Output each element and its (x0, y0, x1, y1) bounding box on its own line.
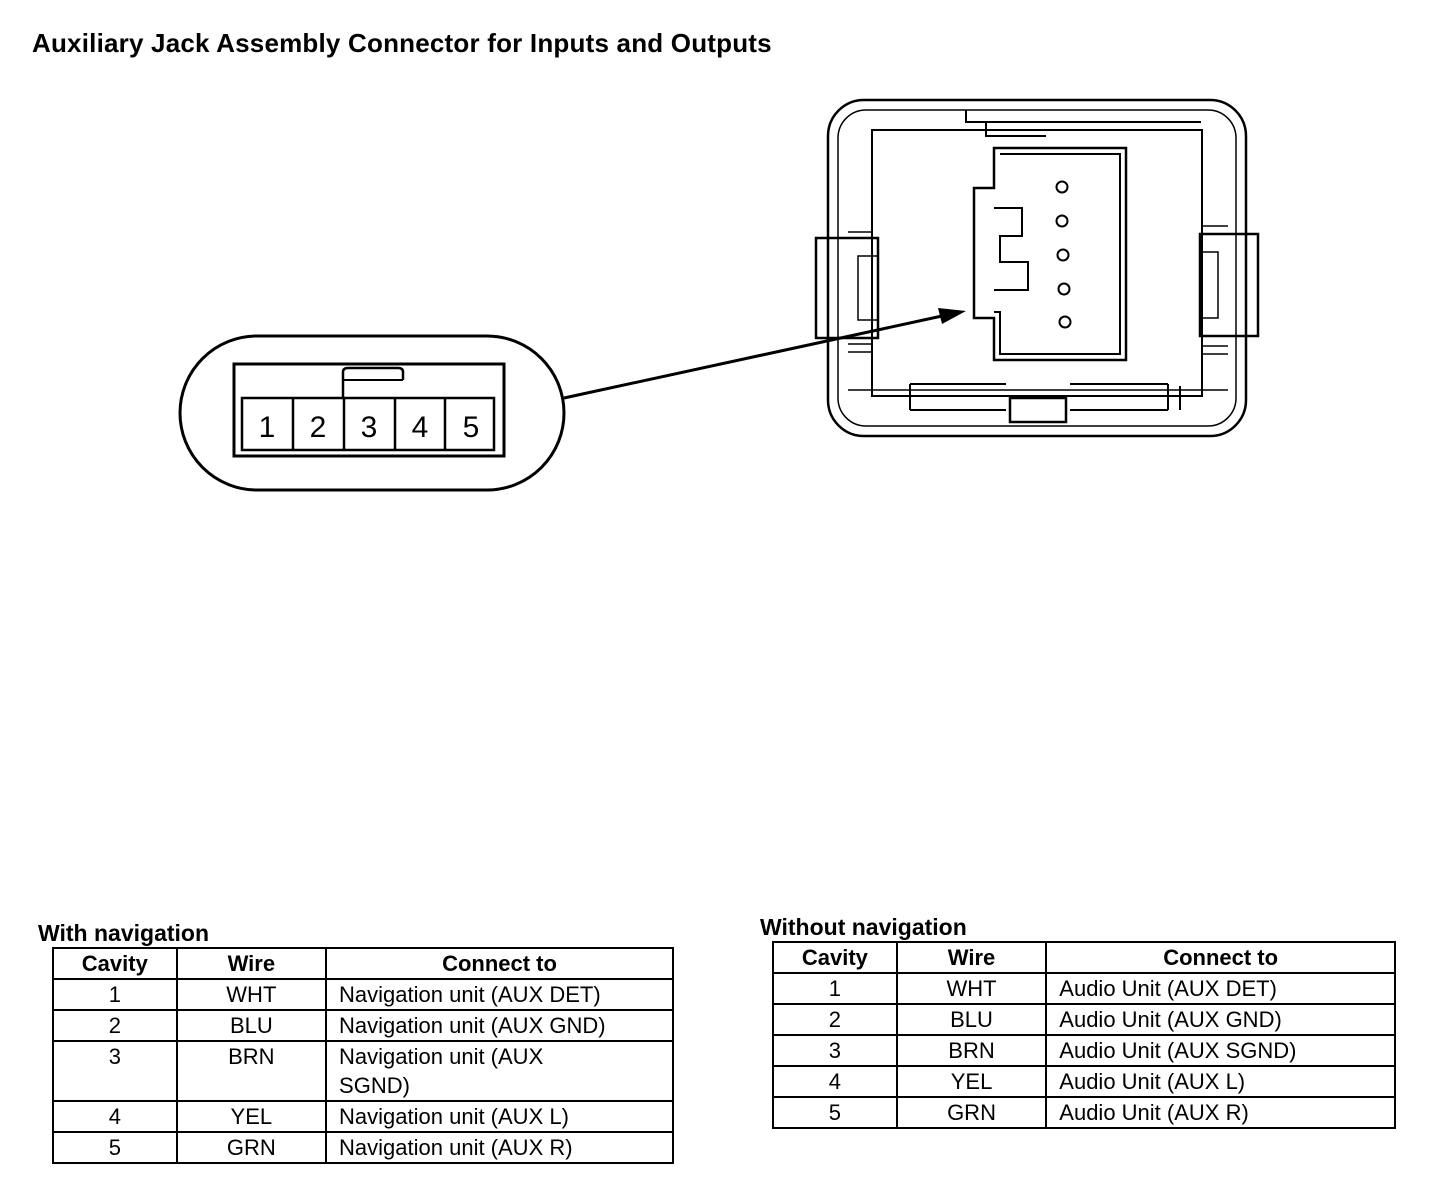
with-navigation-table-block: With navigation Cavity Wire Connect to 1… (38, 920, 674, 1164)
cavity-cell: 3 (52, 1040, 178, 1102)
column-header-cavity: Cavity (772, 941, 898, 974)
cavity-cell: 1 (772, 972, 898, 1005)
table-row: 2 BLU Navigation unit (AUX GND) (52, 1009, 674, 1042)
table-header-row: Cavity Wire Connect to (52, 947, 674, 980)
terminal-labels: 1 2 3 4 5 (259, 411, 480, 444)
terminal-face-view (178, 334, 566, 492)
table-row: 1 WHT Navigation unit (AUX DET) (52, 978, 674, 1011)
connect-to-cell: Navigation unit (AUX DET) (325, 978, 674, 1011)
column-header-cavity: Cavity (52, 947, 178, 980)
leader-arrow (563, 308, 966, 400)
wire-cell: BRN (895, 1034, 1048, 1067)
cavity-cell: 1 (52, 978, 178, 1011)
table-row: 2 BLU Audio Unit (AUX GND) (772, 1003, 1396, 1036)
connector-diagram: 1 2 3 4 5 (178, 98, 1260, 492)
connect-to-cell: Navigation unit (AUX R) (325, 1131, 674, 1164)
table-header-row: Cavity Wire Connect to (772, 941, 1396, 974)
table-row: 1 WHT Audio Unit (AUX DET) (772, 972, 1396, 1005)
pin-hole (1057, 282, 1071, 296)
pin-hole (1055, 214, 1069, 228)
cavity-cell: 4 (52, 1100, 178, 1133)
connect-to-cell: Audio Unit (AUX SGND) (1045, 1034, 1396, 1067)
cavity-cell: 5 (52, 1131, 178, 1164)
cavity-cell: 2 (772, 1003, 898, 1036)
wire-cell: BRN (175, 1040, 328, 1102)
without-navigation-table: Cavity Wire Connect to 1 WHT Audio Unit … (772, 941, 1396, 1129)
pin-hole (1055, 180, 1069, 194)
cavity-cell: 4 (772, 1065, 898, 1098)
wire-cell: BLU (175, 1009, 328, 1042)
with-navigation-table: Cavity Wire Connect to 1 WHT Navigation … (52, 947, 674, 1164)
connect-to-cell: Audio Unit (AUX GND) (1045, 1003, 1396, 1036)
terminal-label: 3 (361, 411, 378, 444)
wire-cell: BLU (895, 1003, 1048, 1036)
cavity-cell: 5 (772, 1096, 898, 1129)
cavity-cell: 3 (772, 1034, 898, 1067)
column-header-connect-to: Connect to (1045, 941, 1396, 974)
connect-to-cell: Audio Unit (AUX L) (1045, 1065, 1396, 1098)
connect-to-cell: Audio Unit (AUX DET) (1045, 972, 1396, 1005)
cavity-cell: 2 (52, 1009, 178, 1042)
connect-to-cell: Navigation unit (AUX SGND) (325, 1040, 674, 1102)
wire-cell: YEL (175, 1100, 328, 1133)
table-row: 4 YEL Audio Unit (AUX L) (772, 1065, 1396, 1098)
wire-cell: YEL (895, 1065, 1048, 1098)
jack-assembly-outline (814, 98, 1260, 438)
connect-to-cell: Navigation unit (AUX GND) (325, 1009, 674, 1042)
terminal-label: 5 (463, 411, 480, 444)
table-caption: With navigation (38, 920, 210, 946)
table-row: 4 YEL Navigation unit (AUX L) (52, 1100, 674, 1133)
without-navigation-table-block: Without navigation Cavity Wire Connect t… (760, 914, 1396, 1129)
wire-cell: GRN (895, 1096, 1048, 1129)
connect-to-cell: Audio Unit (AUX R) (1045, 1096, 1396, 1129)
terminal-label: 4 (412, 411, 429, 444)
table-row: 3 BRN Audio Unit (AUX SGND) (772, 1034, 1396, 1067)
pin-hole (1058, 315, 1072, 329)
pin-hole (1056, 248, 1070, 262)
terminal-label: 1 (259, 411, 276, 444)
page-title: Auxiliary Jack Assembly Connector for In… (32, 28, 772, 58)
wire-cell: WHT (175, 978, 328, 1011)
column-header-wire: Wire (175, 947, 328, 980)
table-row: 5 GRN Audio Unit (AUX R) (772, 1096, 1396, 1129)
table-row: 3 BRN Navigation unit (AUX SGND) (52, 1040, 674, 1102)
table-row: 5 GRN Navigation unit (AUX R) (52, 1131, 674, 1164)
pin-holes (1055, 180, 1072, 329)
column-header-wire: Wire (895, 941, 1048, 974)
wire-cell: GRN (175, 1131, 328, 1164)
terminal-label: 2 (310, 411, 327, 444)
connect-to-cell: Navigation unit (AUX L) (325, 1100, 674, 1133)
column-header-connect-to: Connect to (325, 947, 674, 980)
table-caption: Without navigation (760, 914, 967, 940)
wire-cell: WHT (895, 972, 1048, 1005)
